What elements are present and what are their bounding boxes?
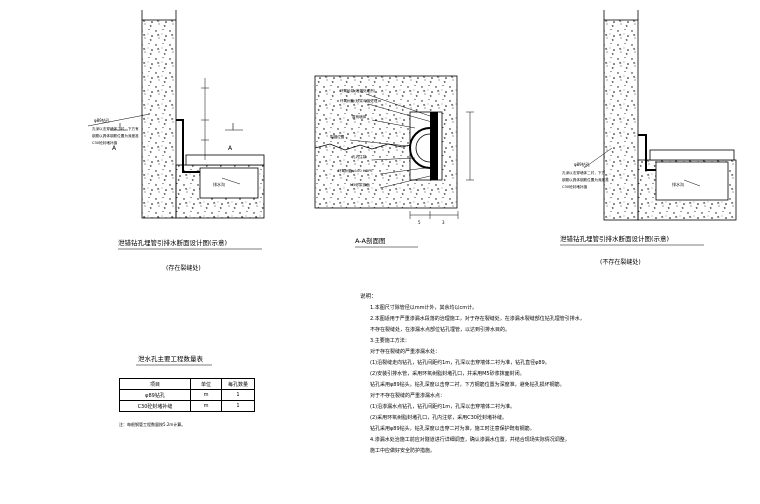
right-title: 泄错钻孔埋管引排水断面设计图(示意) <box>560 234 669 243</box>
right-note-3: C30砼封堵补缝 <box>562 184 587 189</box>
left-title: 泄错钻孔埋管引排水断面设计图(示意) <box>118 238 227 247</box>
left-subtitle: (存在裂缝处) <box>166 264 201 272</box>
left-wall <box>141 19 177 219</box>
note-line: 1.本图尺寸除管径以mm计外，其余均以cm计。 <box>370 305 478 311</box>
note-line: 不存在裂缝处，在渗漏水点部位钻孔埋管，以达到引排水目的。 <box>370 327 511 333</box>
middle-pipe <box>409 127 431 169</box>
table-header-cell: 单位 <box>190 378 222 390</box>
middle-dim-2: 3 <box>442 220 445 225</box>
right-wall <box>603 19 639 221</box>
left-note-1: 孔深以击穿墙体二衬，下方有 <box>92 126 139 131</box>
note-line: 对于存在裂缝的严重渗漏水处： <box>370 349 441 355</box>
middle-label-2: 环氧树脂(砂浆勾缝处理) <box>340 98 379 103</box>
middle-title: A-A剖面图 <box>355 236 385 245</box>
left-pipe <box>176 119 200 173</box>
table-cell: m <box>190 400 222 412</box>
left-channel <box>199 167 259 199</box>
middle-label-3: 原有墙体 <box>352 114 367 119</box>
right-note-2: 钢筋以具体钢筋位置为深度准 <box>562 177 609 182</box>
middle-label-4: 裂缝位置 <box>330 134 345 139</box>
note-line: 钻孔采用φ89钻头，钻孔深度以击穿二衬为准，施工时注意保护既有钢筋。 <box>370 426 535 432</box>
table-cell: φ89钻孔 <box>119 389 191 401</box>
table-row: φ89钻孔 m 1 <box>119 389 255 401</box>
table-cell: m <box>190 389 222 401</box>
table-cell: 1 <box>221 389 255 401</box>
table-header-cell: 每孔数量 <box>221 378 255 390</box>
note-line: (2)安装引排水管，采用环氧树脂封堵孔口，并采用M5砂浆抹面封闭。 <box>370 371 525 377</box>
notes-heading: 说明： <box>360 294 377 300</box>
left-channel-label: 排水沟 <box>213 181 225 187</box>
note-line: (1)沿渗漏水点钻孔，钻孔间距约1m，孔深以击穿墙体二衬为准。 <box>370 404 516 410</box>
section-mark-left: A <box>112 145 117 152</box>
note-line: 2.本图适用于严重渗漏水段落的治理施工，对于存在裂缝处，在渗漏水裂缝部位钻孔埋管… <box>370 316 585 322</box>
note-line: 施工中应做好安全防护措施。 <box>370 448 436 454</box>
left-pipe-label: φ89钻孔 <box>94 117 110 123</box>
note-line: (1)沿裂缝走向钻孔，钻孔间距约1m，孔深以击穿墙体二衬为准，钻孔直径φ89。 <box>370 360 550 366</box>
table-header-row: 项目 单位 每孔数量 <box>119 378 255 390</box>
note-line: 4.渗漏水处治施工前应对隧道进行详细调查，确认渗漏水位置，并结合现场实际情况调整… <box>370 437 570 443</box>
note-line: 钻孔采用φ89钻头，钻孔深度以击穿二衬，下方钢筋位置为深度准，避免钻孔损坏钢筋。 <box>370 382 565 388</box>
middle-label-5: 孔内注浆 <box>352 154 367 159</box>
right-detail <box>583 10 737 221</box>
right-channel <box>655 161 729 201</box>
right-subtitle: (不存在裂缝处) <box>600 258 641 266</box>
right-note-1: 孔深以击穿墙体二衬，下方 <box>562 170 606 175</box>
quantity-table: 项目 单位 每孔数量 φ89钻孔 m 1 C30砼封堵补缝 m 1 <box>119 378 255 412</box>
right-pipe <box>638 134 656 171</box>
left-note-2: 钢筋以具体钢筋位置为深度准 <box>92 133 139 138</box>
middle-dim-1: 5 <box>418 220 421 225</box>
section-mark-right: A <box>228 145 233 152</box>
note-line: (2)采用环氧树脂封堵孔口，孔内注浆，采用C30砼封堵补缝。 <box>370 415 507 421</box>
middle-detail <box>314 75 474 219</box>
middle-label-6: 环氧树脂φ100 HDPE <box>338 168 373 173</box>
table-cell: 1 <box>221 400 255 412</box>
table-row: C30砼封堵补缝 m 1 <box>119 400 255 412</box>
right-channel-label: 排水沟 <box>672 181 684 187</box>
right-pipe-label: φ89钻孔 <box>574 161 590 167</box>
left-note-3: C30砼封堵补缝 <box>92 140 117 145</box>
table-footnote: 注：每根钢管工程数量按5.2m计算。 <box>119 421 185 427</box>
note-line: 对于不存在裂缝的严重渗漏水点： <box>370 393 446 399</box>
middle-label-1: 环氧砂浆(堵漏处理剂) <box>340 88 376 93</box>
table-header-cell: 项目 <box>119 378 191 390</box>
crack-line <box>314 143 411 151</box>
note-line: 3.主要施工方法： <box>370 338 410 344</box>
table-cell: C30砼封堵补缝 <box>119 400 191 412</box>
middle-label-7: M5砂浆抹面 <box>350 182 370 187</box>
left-detail <box>87 10 265 219</box>
table-title: 泄水孔主要工程数量表 <box>138 354 204 363</box>
